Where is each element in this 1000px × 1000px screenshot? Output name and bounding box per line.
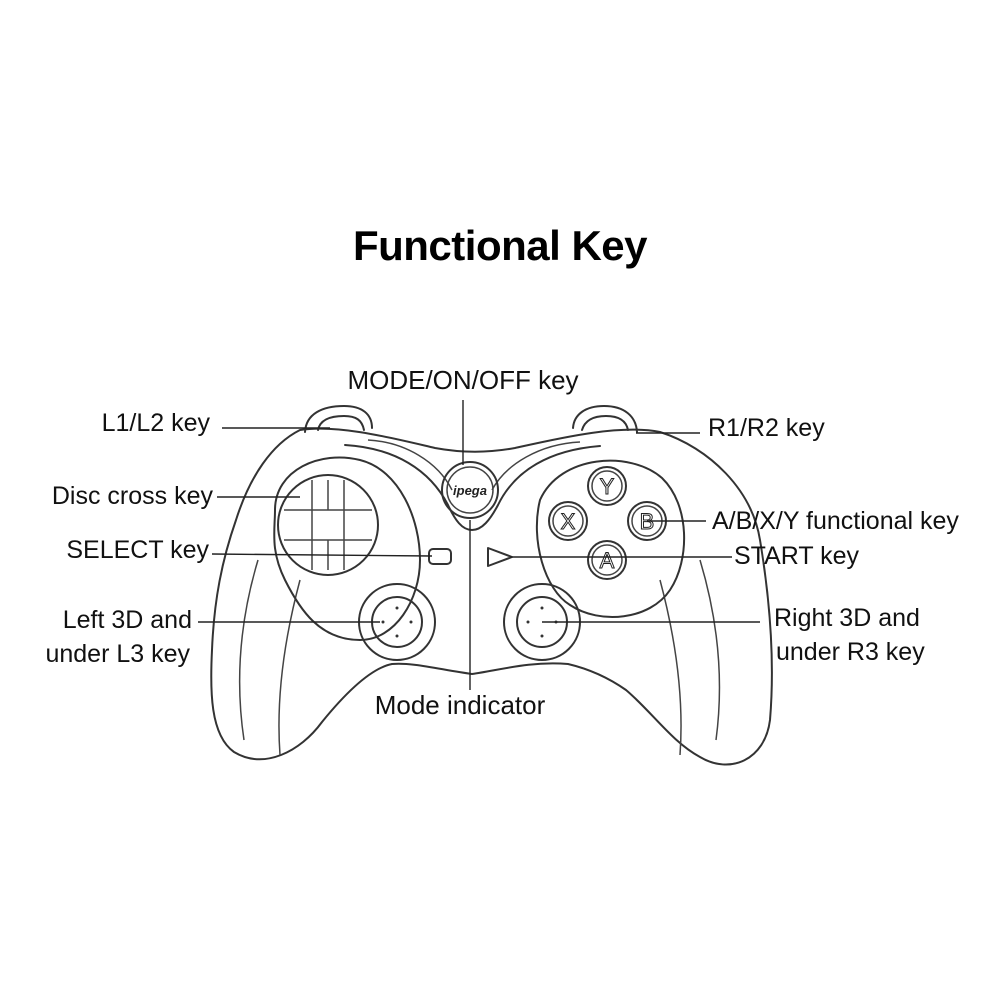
svg-text:Y: Y	[600, 474, 615, 499]
select-key[interactable]	[428, 548, 452, 565]
ipega-logo: ipega	[453, 483, 487, 498]
d-pad-grid	[284, 480, 372, 570]
right-3d-label-line2: under R3 key	[776, 638, 925, 666]
page-title: Functional Key	[352, 222, 648, 269]
mode-on-off-button[interactable]	[441, 461, 499, 519]
r1-r2-key-label: R1/R2 key	[708, 414, 825, 442]
abxy-functional-key-label: A/B/X/Y functional key	[712, 507, 959, 535]
start-key-label: START key	[734, 542, 860, 570]
l1-l2-trigger	[304, 405, 373, 433]
disc-cross-key-label: Disc cross key	[51, 482, 213, 510]
start-key[interactable]	[487, 547, 513, 567]
left-3d-label-line1: Left 3D and	[62, 606, 192, 634]
a-button[interactable]: A	[587, 540, 627, 580]
svg-text:A: A	[600, 548, 615, 573]
svg-text:X: X	[561, 509, 576, 534]
l1-l2-key-label: L1/L2 key	[101, 409, 210, 437]
mode-on-off-key-label: MODE/ON/OFF key	[347, 365, 579, 395]
mode-indicator-label: Mode indicator	[374, 690, 546, 720]
select-key-label: SELECT key	[66, 536, 209, 564]
right-3d-label-line1: Right 3D and	[774, 604, 920, 632]
leader-lines	[198, 400, 760, 690]
y-button[interactable]: Y	[587, 466, 627, 506]
disc-cross-key[interactable]	[277, 474, 379, 576]
right-module	[535, 459, 686, 618]
controller-body	[210, 427, 773, 766]
r1-r2-trigger	[572, 405, 638, 433]
left-3d-label-line2: under L3 key	[45, 640, 190, 668]
x-button[interactable]: X	[548, 501, 588, 541]
left-module	[273, 456, 421, 641]
top-panel	[344, 444, 601, 531]
